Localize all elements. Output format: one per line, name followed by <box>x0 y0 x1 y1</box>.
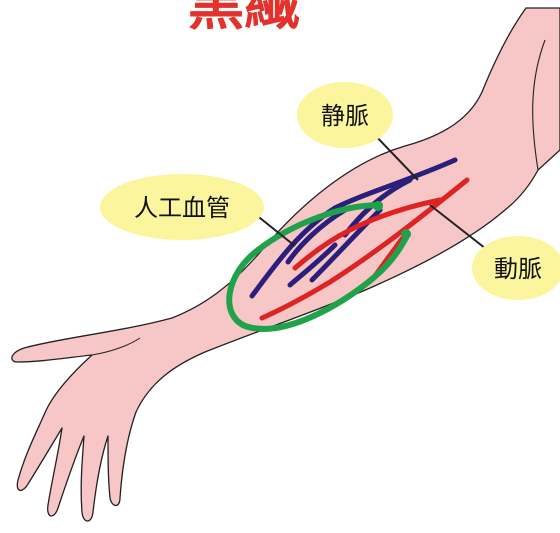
artificial-vessel-label: 人工血管 <box>100 174 264 240</box>
vein-label: 静脈 <box>297 82 393 148</box>
graft-vein-anastomosis <box>373 201 383 211</box>
vein-label-text: 静脈 <box>321 102 369 130</box>
artery-label-text: 動脈 <box>494 255 542 283</box>
graft-artery-anastomosis <box>401 229 411 239</box>
artery-label: 動脈 <box>472 236 560 300</box>
artificial-vessel-label-text: 人工血管 <box>134 194 230 222</box>
diagram-title: 黒繊 <box>188 0 300 38</box>
